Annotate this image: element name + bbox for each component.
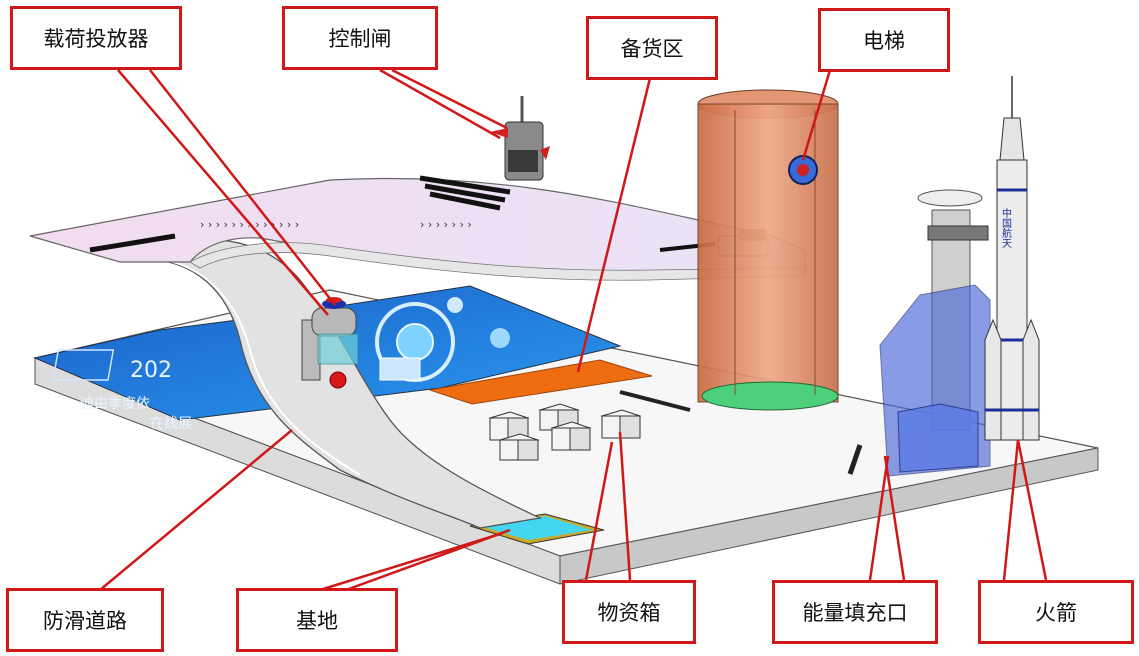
rocket-label-text: 中国航天 [1000, 207, 1012, 249]
floor-markings [619, 390, 863, 475]
mat-line2-text: 在线展 [150, 416, 192, 432]
mat-year-text: 202 [130, 358, 172, 383]
label-energy-port: 能量填充口 [772, 580, 938, 644]
label-staging-area: 备货区 [586, 16, 718, 80]
control-gate-device [490, 96, 550, 181]
energy-port-structure [879, 284, 991, 477]
rocket-model: 中国航天 [984, 76, 1040, 441]
elevator-tower [697, 89, 839, 411]
payload-dispenser-device [301, 297, 359, 389]
upper-track: › › › › › › › › › › › › › › › › › › › › [29, 175, 806, 281]
staging-area-strip [429, 359, 653, 405]
leader-lines [99, 68, 1048, 592]
label-rocket: 火箭 [978, 580, 1134, 644]
supply-boxes [488, 403, 642, 461]
label-elevator: 电梯 [818, 8, 950, 72]
svg-text:› › › › › › ›: › › › › › › › [420, 218, 472, 231]
label-anti-slip-road: 防滑道路 [6, 588, 164, 652]
label-base: 基地 [236, 588, 398, 652]
label-supply-box: 物资箱 [562, 580, 696, 644]
mat-line1-text: 迪由季度依 [80, 396, 150, 412]
label-control-gate: 控制闸 [282, 6, 438, 70]
label-payload-dispenser: 载荷投放器 [10, 6, 182, 70]
